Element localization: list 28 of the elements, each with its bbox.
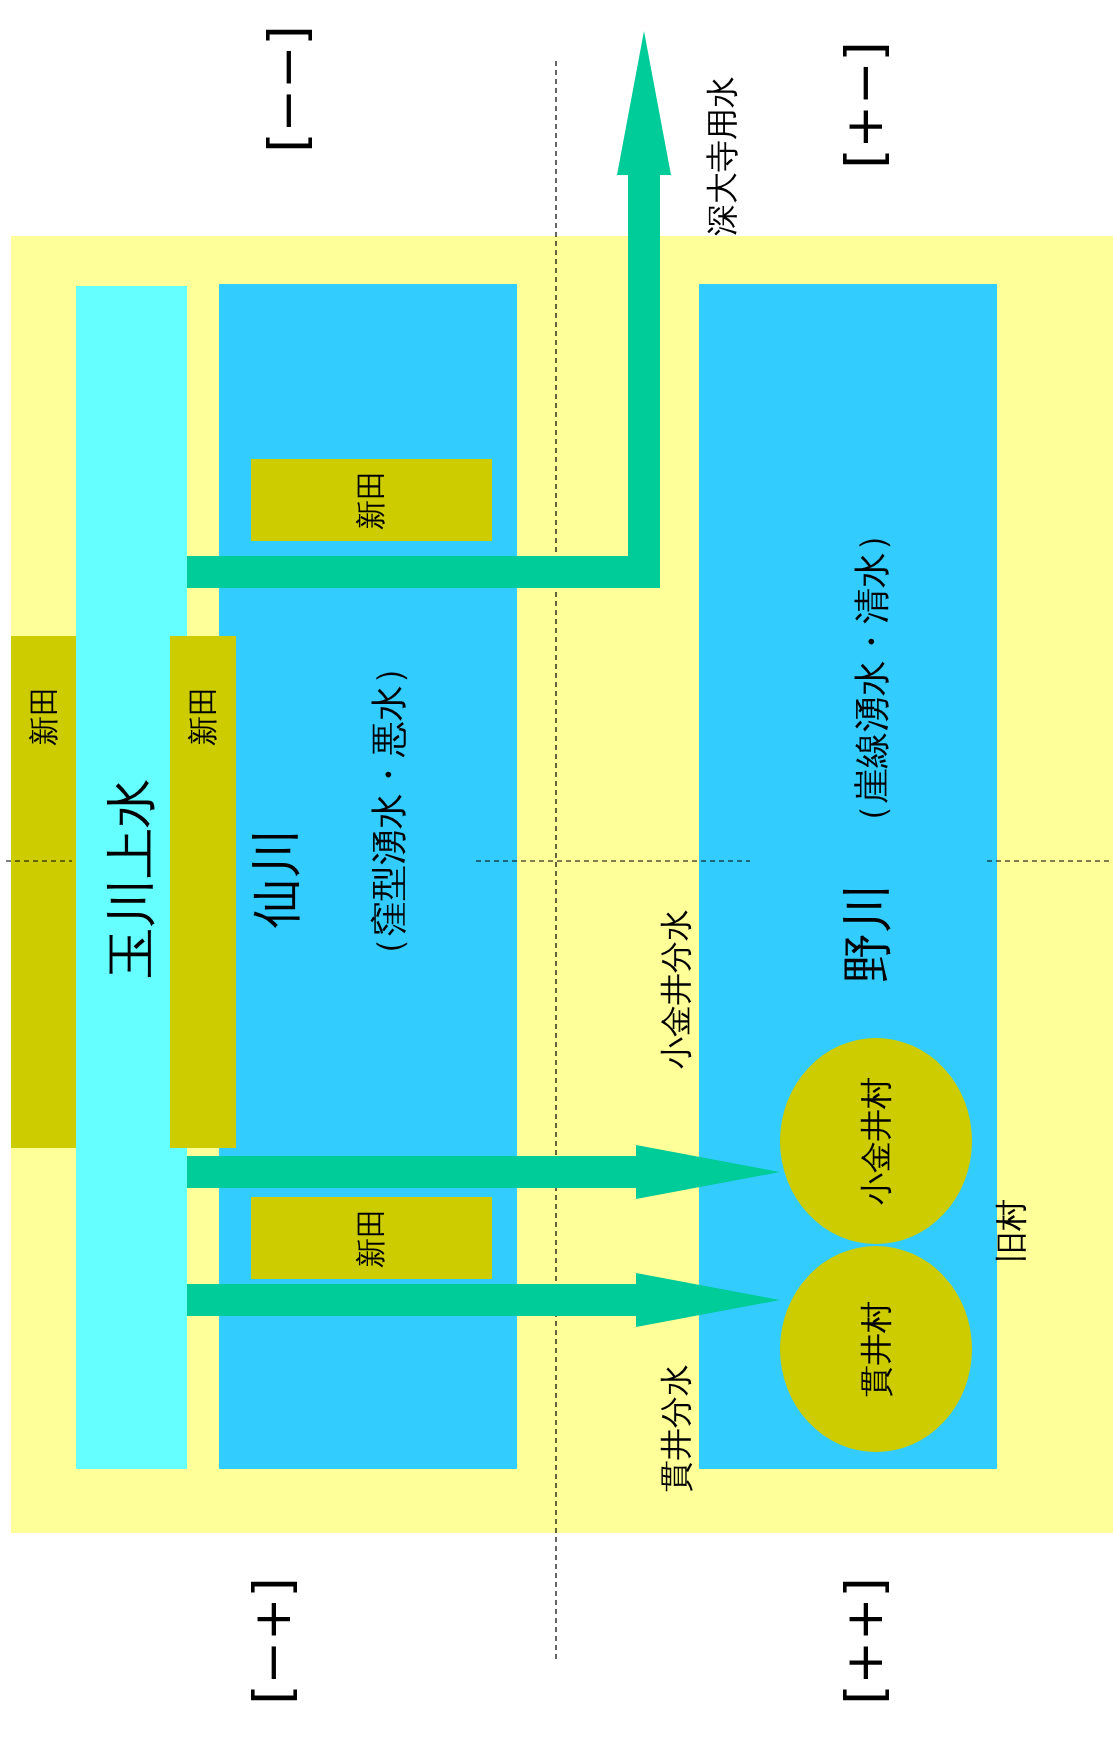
village-name: 貫井村: [860, 1301, 892, 1397]
area-label: 旧村: [995, 1199, 1027, 1263]
canal-band: [76, 286, 187, 1469]
quadrant-label: [−+]: [246, 1577, 298, 1705]
village-name: 小金井村: [860, 1077, 892, 1205]
river-name: 仙川: [251, 828, 301, 928]
water-channel-arrow: [187, 31, 671, 588]
field-label: 新田: [29, 686, 59, 746]
field-label: 新田: [356, 1208, 386, 1268]
river-note: （崖線湧水・清水）: [854, 516, 890, 840]
field-label: 新田: [188, 686, 218, 746]
water-channel-arrow: [187, 1273, 780, 1327]
field-patch: [251, 459, 492, 541]
edge-label: 小金井分水: [660, 909, 692, 1069]
field-patch: [170, 636, 236, 1148]
quadrant-label: [−−]: [261, 25, 313, 153]
field-patch: [11, 636, 76, 1148]
channel-name: 深大寺用水: [700, 60, 744, 252]
river-name: 野川: [842, 883, 892, 983]
field-label: 新田: [356, 470, 386, 530]
quadrant-label: [++]: [838, 1577, 890, 1705]
canal-name: 玉川上水: [106, 778, 156, 978]
field-patch: [251, 1197, 492, 1279]
river-note: （窪型湧水・悪水）: [371, 649, 407, 973]
edge-label: 貫井分水: [660, 1364, 692, 1492]
water-channel-arrow: [187, 1145, 780, 1199]
quadrant-label: [+−]: [838, 41, 890, 169]
river-area: [699, 284, 997, 1469]
